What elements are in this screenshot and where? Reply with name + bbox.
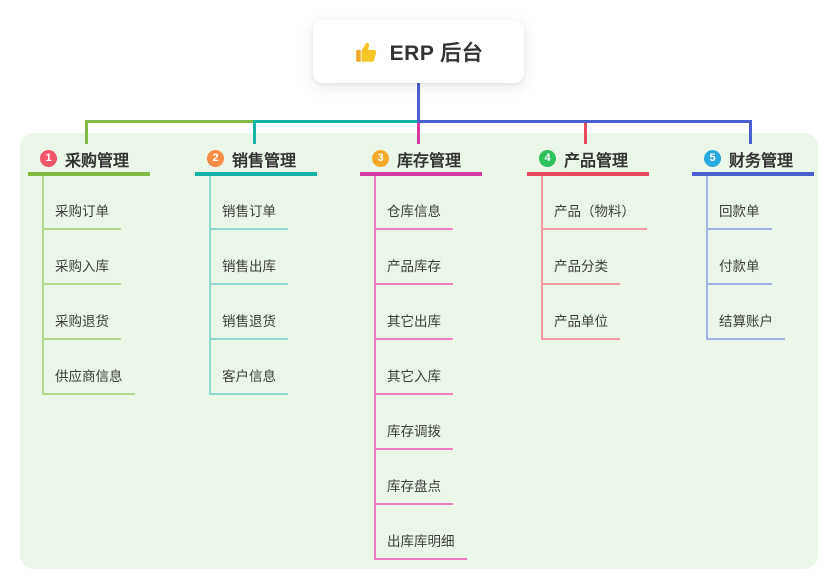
trunk-line <box>374 176 376 560</box>
drop-line-product <box>584 123 587 144</box>
drop-line-sales <box>253 120 256 144</box>
leaf-node[interactable]: 产品单位 <box>541 313 620 340</box>
root-node[interactable]: ERP 后台 <box>313 20 524 83</box>
leaf-node[interactable]: 采购订单 <box>42 203 121 230</box>
drop-line-finance <box>749 120 752 144</box>
branch-node-finance[interactable]: 5 财务管理 <box>692 145 814 176</box>
branches-panel <box>20 133 818 569</box>
leaf-node[interactable]: 采购入库 <box>42 258 121 285</box>
branch-number-badge: 1 <box>40 150 57 167</box>
trunk-line <box>706 176 708 340</box>
trunk-line <box>209 176 211 395</box>
leaf-node[interactable]: 仓库信息 <box>374 203 453 230</box>
branch-number-badge: 5 <box>704 150 721 167</box>
branch-number-badge: 4 <box>539 150 556 167</box>
leaf-node[interactable]: 其它出库 <box>374 313 453 340</box>
branch-number-badge: 2 <box>207 150 224 167</box>
trunk-line <box>42 176 44 395</box>
leaf-node[interactable]: 客户信息 <box>209 368 288 395</box>
branch-node-inventory[interactable]: 3 库存管理 <box>360 145 482 176</box>
branch-node-label: 库存管理 <box>397 152 462 170</box>
leaf-node[interactable]: 销售退货 <box>209 313 288 340</box>
leaf-node[interactable]: 产品分类 <box>541 258 620 285</box>
leaf-node[interactable]: 库存盘点 <box>374 478 453 505</box>
leaf-node[interactable]: 产品（物料） <box>541 203 647 230</box>
branch-node-label: 财务管理 <box>729 152 794 170</box>
drop-line-purchase <box>85 120 88 144</box>
leaf-node[interactable]: 产品库存 <box>374 258 453 285</box>
leaf-node[interactable]: 销售订单 <box>209 203 288 230</box>
branch-node-label: 销售管理 <box>232 152 297 170</box>
bus-line-finance <box>417 120 752 123</box>
trunk-line <box>541 176 543 340</box>
branch-number-badge: 3 <box>372 150 389 167</box>
bus-line-purchase <box>85 120 255 123</box>
leaf-node[interactable]: 供应商信息 <box>42 368 135 395</box>
leaf-node[interactable]: 结算账户 <box>706 313 785 340</box>
root-node-label: ERP 后台 <box>389 41 484 65</box>
root-connector-line <box>417 83 420 122</box>
leaf-node[interactable]: 其它入库 <box>374 368 453 395</box>
leaf-node[interactable]: 销售出库 <box>209 258 288 285</box>
leaf-node[interactable]: 采购退货 <box>42 313 121 340</box>
branch-node-product[interactable]: 4 产品管理 <box>527 145 649 176</box>
thumbs-up-icon <box>354 39 380 65</box>
branch-node-purchase[interactable]: 1 采购管理 <box>28 145 150 176</box>
leaf-node[interactable]: 回款单 <box>706 203 772 230</box>
drop-line-inventory <box>417 123 420 144</box>
leaf-node[interactable]: 付款单 <box>706 258 772 285</box>
leaf-node[interactable]: 库存调拨 <box>374 423 453 450</box>
branch-node-sales[interactable]: 2 销售管理 <box>195 145 317 176</box>
leaf-node[interactable]: 出库库明细 <box>374 533 467 560</box>
bus-line-sales <box>253 120 420 123</box>
branch-node-label: 采购管理 <box>65 152 130 170</box>
branch-node-label: 产品管理 <box>564 152 629 170</box>
